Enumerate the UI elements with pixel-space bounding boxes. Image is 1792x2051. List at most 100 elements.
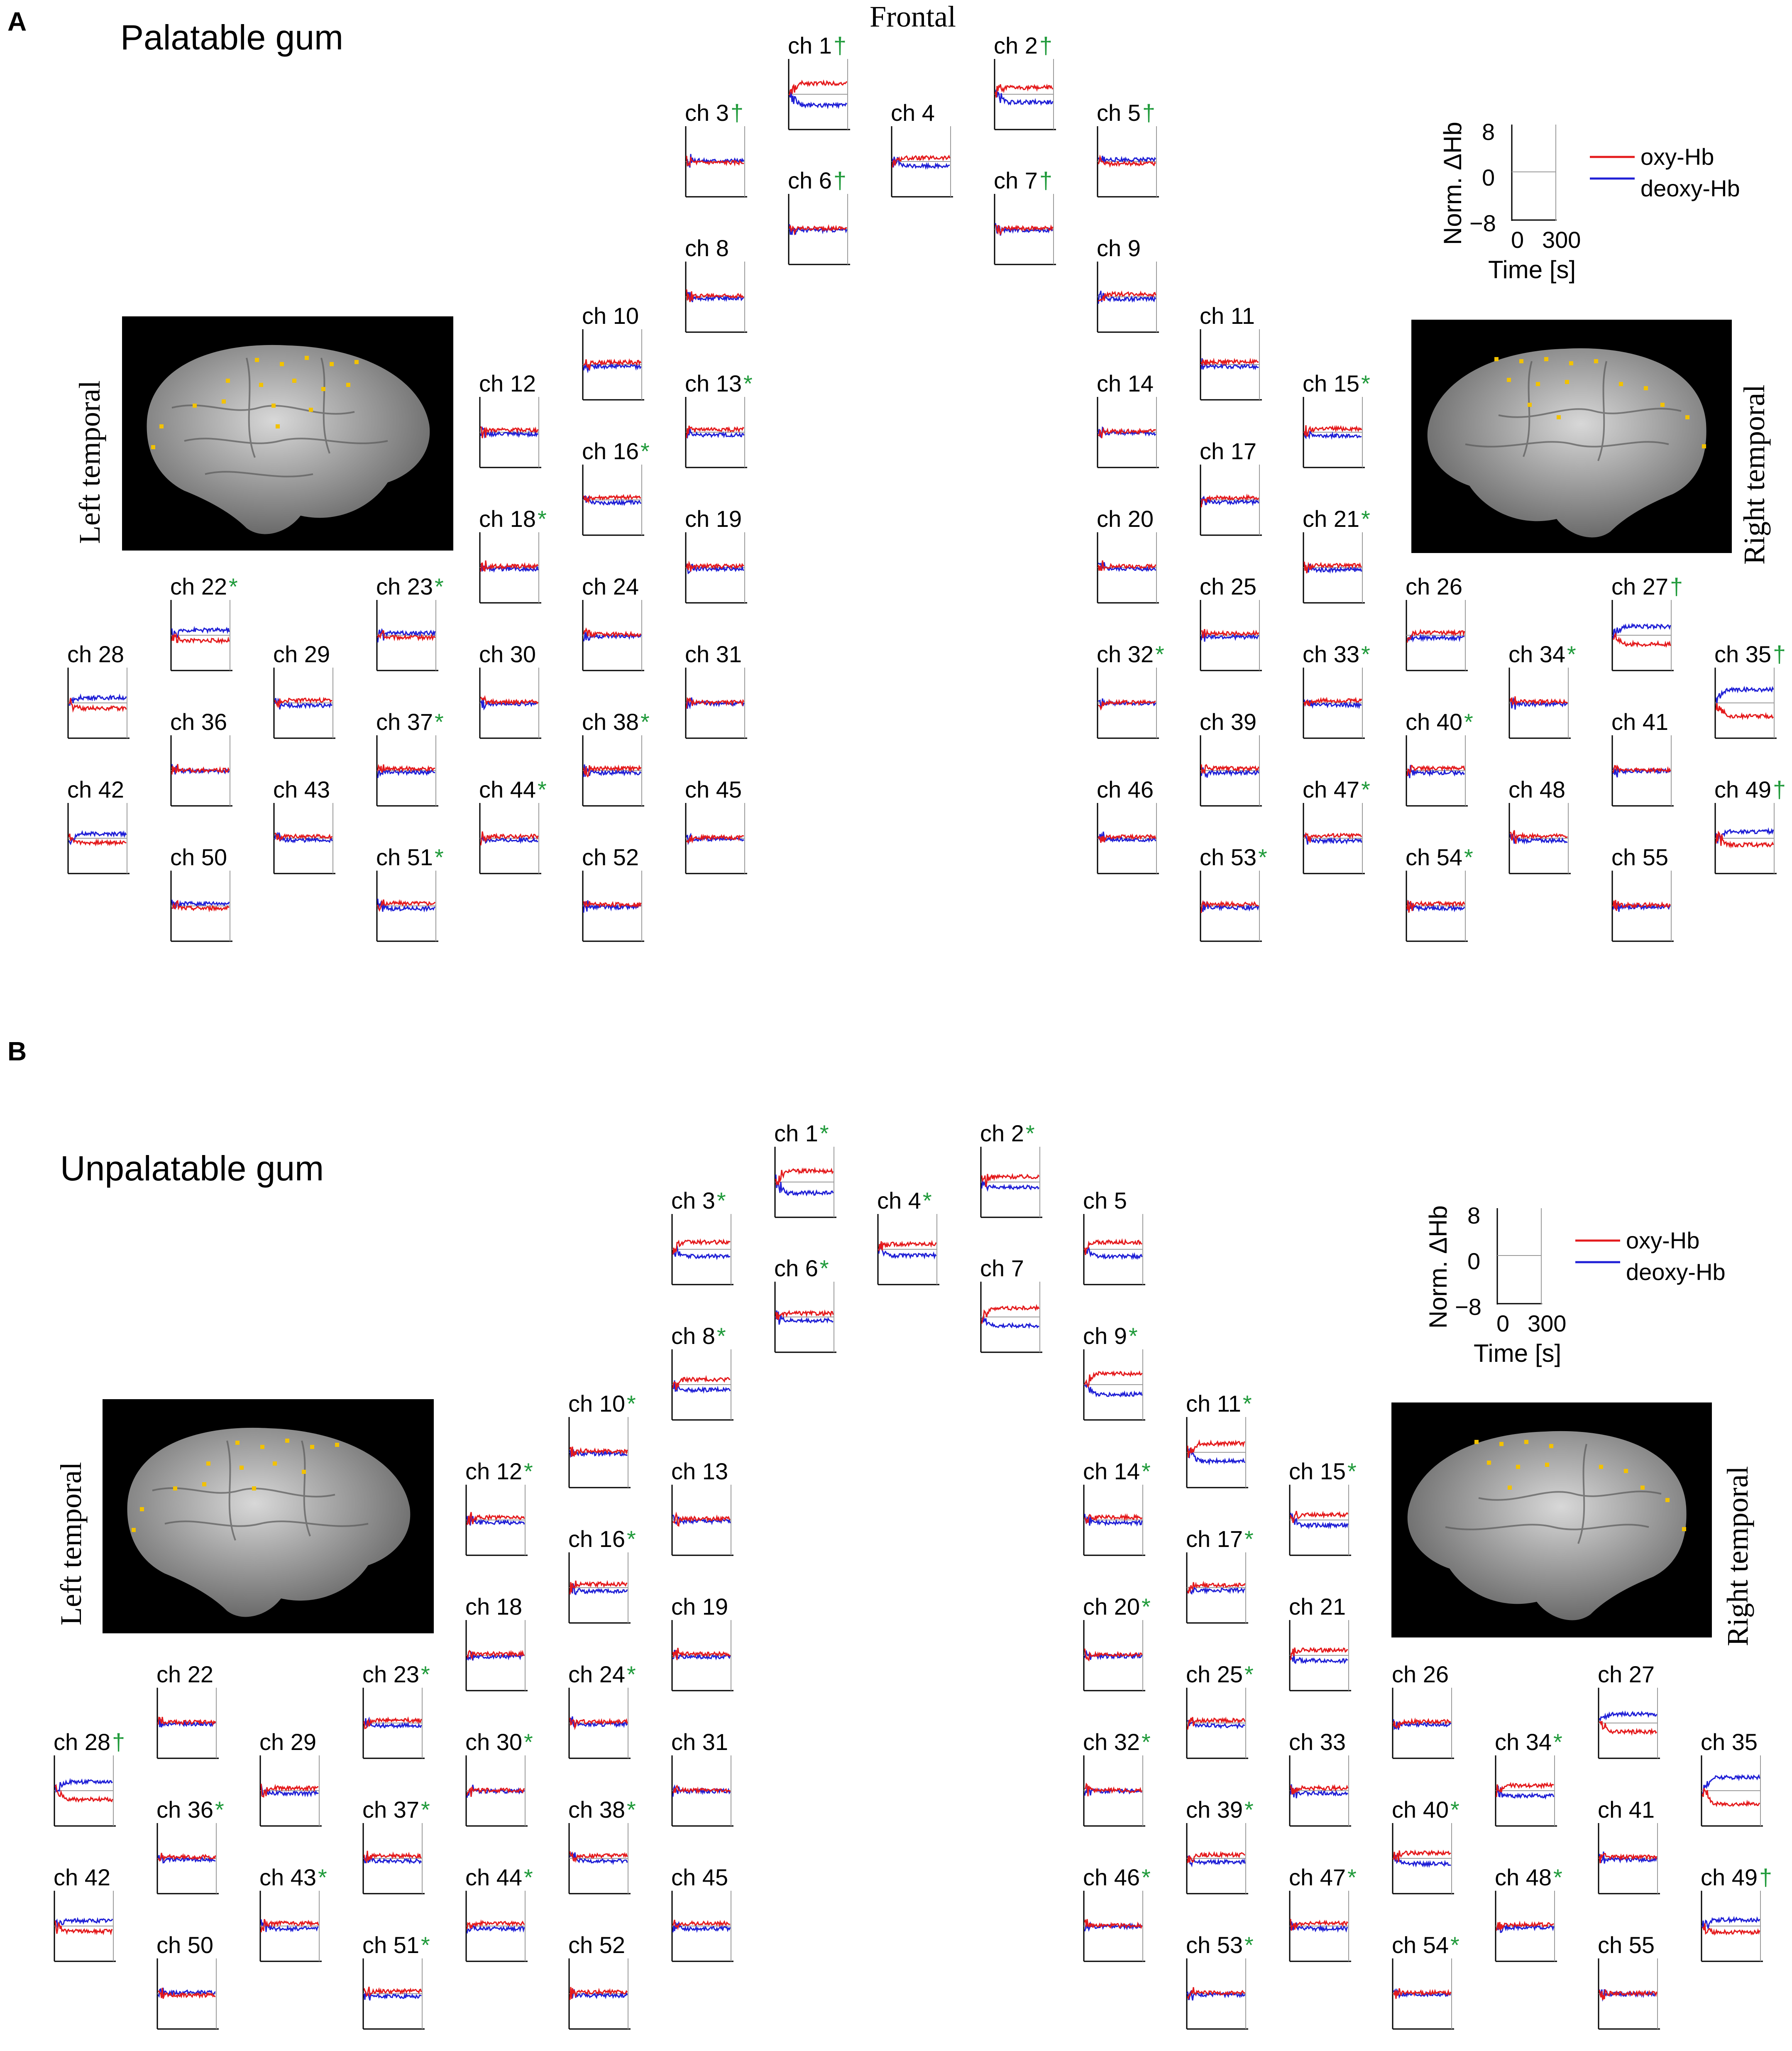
deoxy-hb-line (1098, 291, 1156, 304)
channel-axes (1406, 735, 1468, 807)
oxy-hb-line (274, 832, 333, 842)
channel-plot: ch 11 (1200, 304, 1270, 401)
oxy-hb-line (995, 224, 1054, 236)
channel-label: ch 44* (465, 1866, 533, 1889)
channel-plot: ch 17 (1200, 440, 1270, 536)
channel-label: ch 2† (994, 34, 1052, 57)
channel-axes (671, 1891, 733, 1962)
deoxy-hb-line (1406, 899, 1465, 913)
oxy-hb-line (1393, 1717, 1451, 1729)
oxy-hb-line (569, 1718, 628, 1730)
channel-name: ch 2 (994, 32, 1038, 59)
channel-axes (685, 532, 747, 604)
oxy-hb-line (171, 900, 230, 913)
channel-plot: ch 12 (479, 372, 550, 468)
channel-plot: ch 19 (671, 1595, 742, 1691)
channel-plot: ch 55 (1611, 846, 1682, 942)
channel-label: ch 31 (671, 1730, 728, 1754)
deoxy-hb-line (1084, 1513, 1143, 1527)
channel-axes (479, 532, 541, 604)
asterisk-marker: * (524, 1458, 533, 1484)
channel-plot: ch 21* (1303, 507, 1373, 604)
deoxy-hb-line (583, 900, 641, 913)
channel-plot: ch 25 (1200, 575, 1270, 671)
deoxy-hb-line (569, 1851, 628, 1865)
oxy-hb-line (1200, 493, 1259, 508)
oxy-hb-line (1290, 1510, 1349, 1523)
channel-axes (1714, 803, 1777, 874)
deoxy-hb-line (1715, 827, 1774, 844)
channel-plot: ch 9* (1083, 1324, 1154, 1421)
oxy-hb-line (1200, 357, 1259, 367)
channel-name: ch 32 (1097, 641, 1154, 667)
channel-name: ch 18 (479, 506, 536, 532)
channel-name: ch 43 (273, 776, 330, 803)
channel-name: ch 55 (1598, 1932, 1655, 1958)
deoxy-hb-line (480, 836, 538, 844)
channel-label: ch 33 (1289, 1730, 1346, 1754)
channel-axes (774, 1282, 836, 1353)
channel-name: ch 42 (67, 776, 124, 803)
channel-label: ch 39* (1186, 1798, 1254, 1821)
channel-name: ch 14 (1083, 1458, 1140, 1484)
channel-plot: ch 52 (568, 1934, 639, 2030)
channel-axes (259, 1891, 322, 1962)
channel-name: ch 38 (568, 1796, 625, 1823)
oxy-hb-line (583, 901, 642, 909)
channel-name: ch 50 (170, 844, 227, 870)
channel-axes (1186, 1688, 1248, 1759)
asterisk-marker: * (524, 1729, 533, 1755)
channel-label: ch 16* (568, 1527, 636, 1551)
deoxy-hb-line (1098, 156, 1156, 164)
channel-name: ch 5 (1083, 1187, 1127, 1214)
channel-axes (479, 668, 541, 739)
channel-plot: ch 43* (259, 1866, 330, 1962)
deoxy-hb-line (1393, 1854, 1451, 1868)
channel-name: ch 46 (1097, 776, 1154, 803)
oxy-hb-line (1084, 1513, 1143, 1525)
channel-name: ch 41 (1598, 1796, 1655, 1823)
asterisk-marker: * (627, 1796, 636, 1823)
channel-plot: ch 23* (362, 1663, 433, 1759)
deoxy-hb-line (1407, 765, 1465, 778)
channel-axes (685, 126, 747, 198)
channel-label: ch 21 (1289, 1595, 1346, 1618)
channel-plot: ch 20 (1097, 507, 1167, 604)
asterisk-marker: * (421, 1661, 430, 1687)
deoxy-hb-line (789, 92, 847, 110)
channel-plot: ch 2† (994, 34, 1064, 130)
channel-plot: ch 7 (980, 1257, 1051, 1353)
channel-name: ch 31 (671, 1729, 728, 1755)
oxy-hb-line (583, 764, 642, 778)
channel-label: ch 46* (1083, 1866, 1151, 1889)
asterisk-marker: * (627, 1526, 636, 1552)
channel-plot: ch 51* (376, 846, 447, 942)
deoxy-hb-line (68, 693, 127, 706)
oxy-hb-line (789, 224, 848, 236)
channel-plot: ch 49† (1701, 1866, 1772, 1962)
channel-label: ch 2* (980, 1122, 1035, 1145)
channel-plot: ch 39* (1186, 1798, 1257, 1894)
channel-name: ch 44 (479, 776, 536, 803)
channel-name: ch 8 (685, 235, 729, 261)
oxy-hb-line (878, 1240, 937, 1251)
channel-axes (1186, 1958, 1248, 2030)
deoxy-hb-line (1290, 1784, 1349, 1799)
channel-label: ch 8* (671, 1324, 726, 1348)
channel-plot: ch 43 (273, 778, 344, 874)
channel-label: ch 22 (156, 1663, 213, 1686)
deoxy-hb-line (54, 1917, 113, 1929)
channel-plot: ch 41 (1598, 1798, 1668, 1894)
channel-name: ch 40 (1406, 709, 1462, 735)
deoxy-hb-line (583, 362, 642, 374)
channel-axes (1200, 465, 1262, 536)
channel-axes (1508, 803, 1571, 874)
channel-label: ch 55 (1611, 846, 1668, 869)
legend-oxy-a: oxy-Hb (1640, 144, 1714, 170)
channel-label: ch 45 (685, 778, 742, 801)
channel-label: ch 20 (1097, 507, 1154, 531)
asterisk-marker: * (1553, 1864, 1562, 1890)
deoxy-hb-line (363, 1716, 422, 1729)
channel-axes (568, 1417, 631, 1488)
left-brain-image-a (122, 316, 453, 551)
